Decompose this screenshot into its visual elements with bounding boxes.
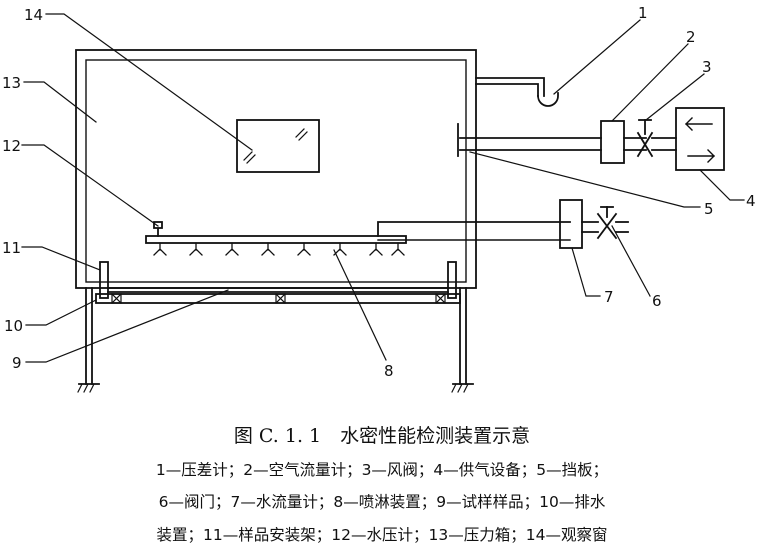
label-13: 13 (2, 74, 21, 92)
label-14: 14 (24, 6, 43, 24)
label-11: 11 (2, 239, 21, 257)
label-7: 7 (604, 288, 614, 306)
label-4: 4 (746, 192, 756, 210)
pressure-box (75, 49, 477, 289)
spray-nozzle-4 (261, 242, 275, 256)
water-line (559, 199, 629, 249)
spray-nozzle-5 (297, 242, 311, 256)
label-5: 5 (704, 200, 714, 218)
spray-nozzle-2 (189, 242, 203, 256)
baffle-and-air-line (457, 107, 725, 171)
label-9: 9 (12, 354, 22, 372)
label-12: 12 (2, 137, 21, 155)
spray-device (145, 221, 571, 244)
part-labels: 14 13 12 11 10 9 8 1 2 3 4 5 7 6 (2, 4, 756, 380)
pressure-gauge-tube (475, 77, 559, 107)
water-pressure-gauge (153, 221, 163, 229)
spray-nozzle-7 (369, 242, 383, 256)
spray-nozzle-1 (153, 242, 167, 256)
observation-window (236, 119, 320, 173)
legend-line-2: 6—阀门；7—水流量计；8—喷淋装置；9—试样样品；10—排水 (158, 493, 606, 511)
drain-blocks (111, 293, 446, 304)
apparatus-diagram: 14 13 12 11 10 9 8 1 2 3 4 5 7 6 (2, 4, 756, 393)
box-legs (77, 287, 474, 393)
label-6: 6 (652, 292, 662, 310)
label-1: 1 (638, 4, 648, 22)
spray-nozzle-8 (391, 242, 405, 256)
label-10: 10 (4, 317, 23, 335)
spray-nozzle-3 (225, 242, 239, 256)
label-2: 2 (686, 28, 696, 46)
label-3: 3 (702, 58, 712, 76)
leader-lines (21, 13, 745, 363)
label-8: 8 (384, 362, 394, 380)
figure-title: 图 C. 1. 1 水密性能检测装置示意 (233, 425, 531, 447)
spray-nozzles (153, 242, 405, 256)
legend-line-1: 1—压差计；2—空气流量计；3—风阀；4—供气设备；5—挡板； (155, 461, 609, 479)
legend-line-3: 装置；11—样品安装架；12—水压计；13—压力箱；14—观察窗 (156, 526, 608, 544)
